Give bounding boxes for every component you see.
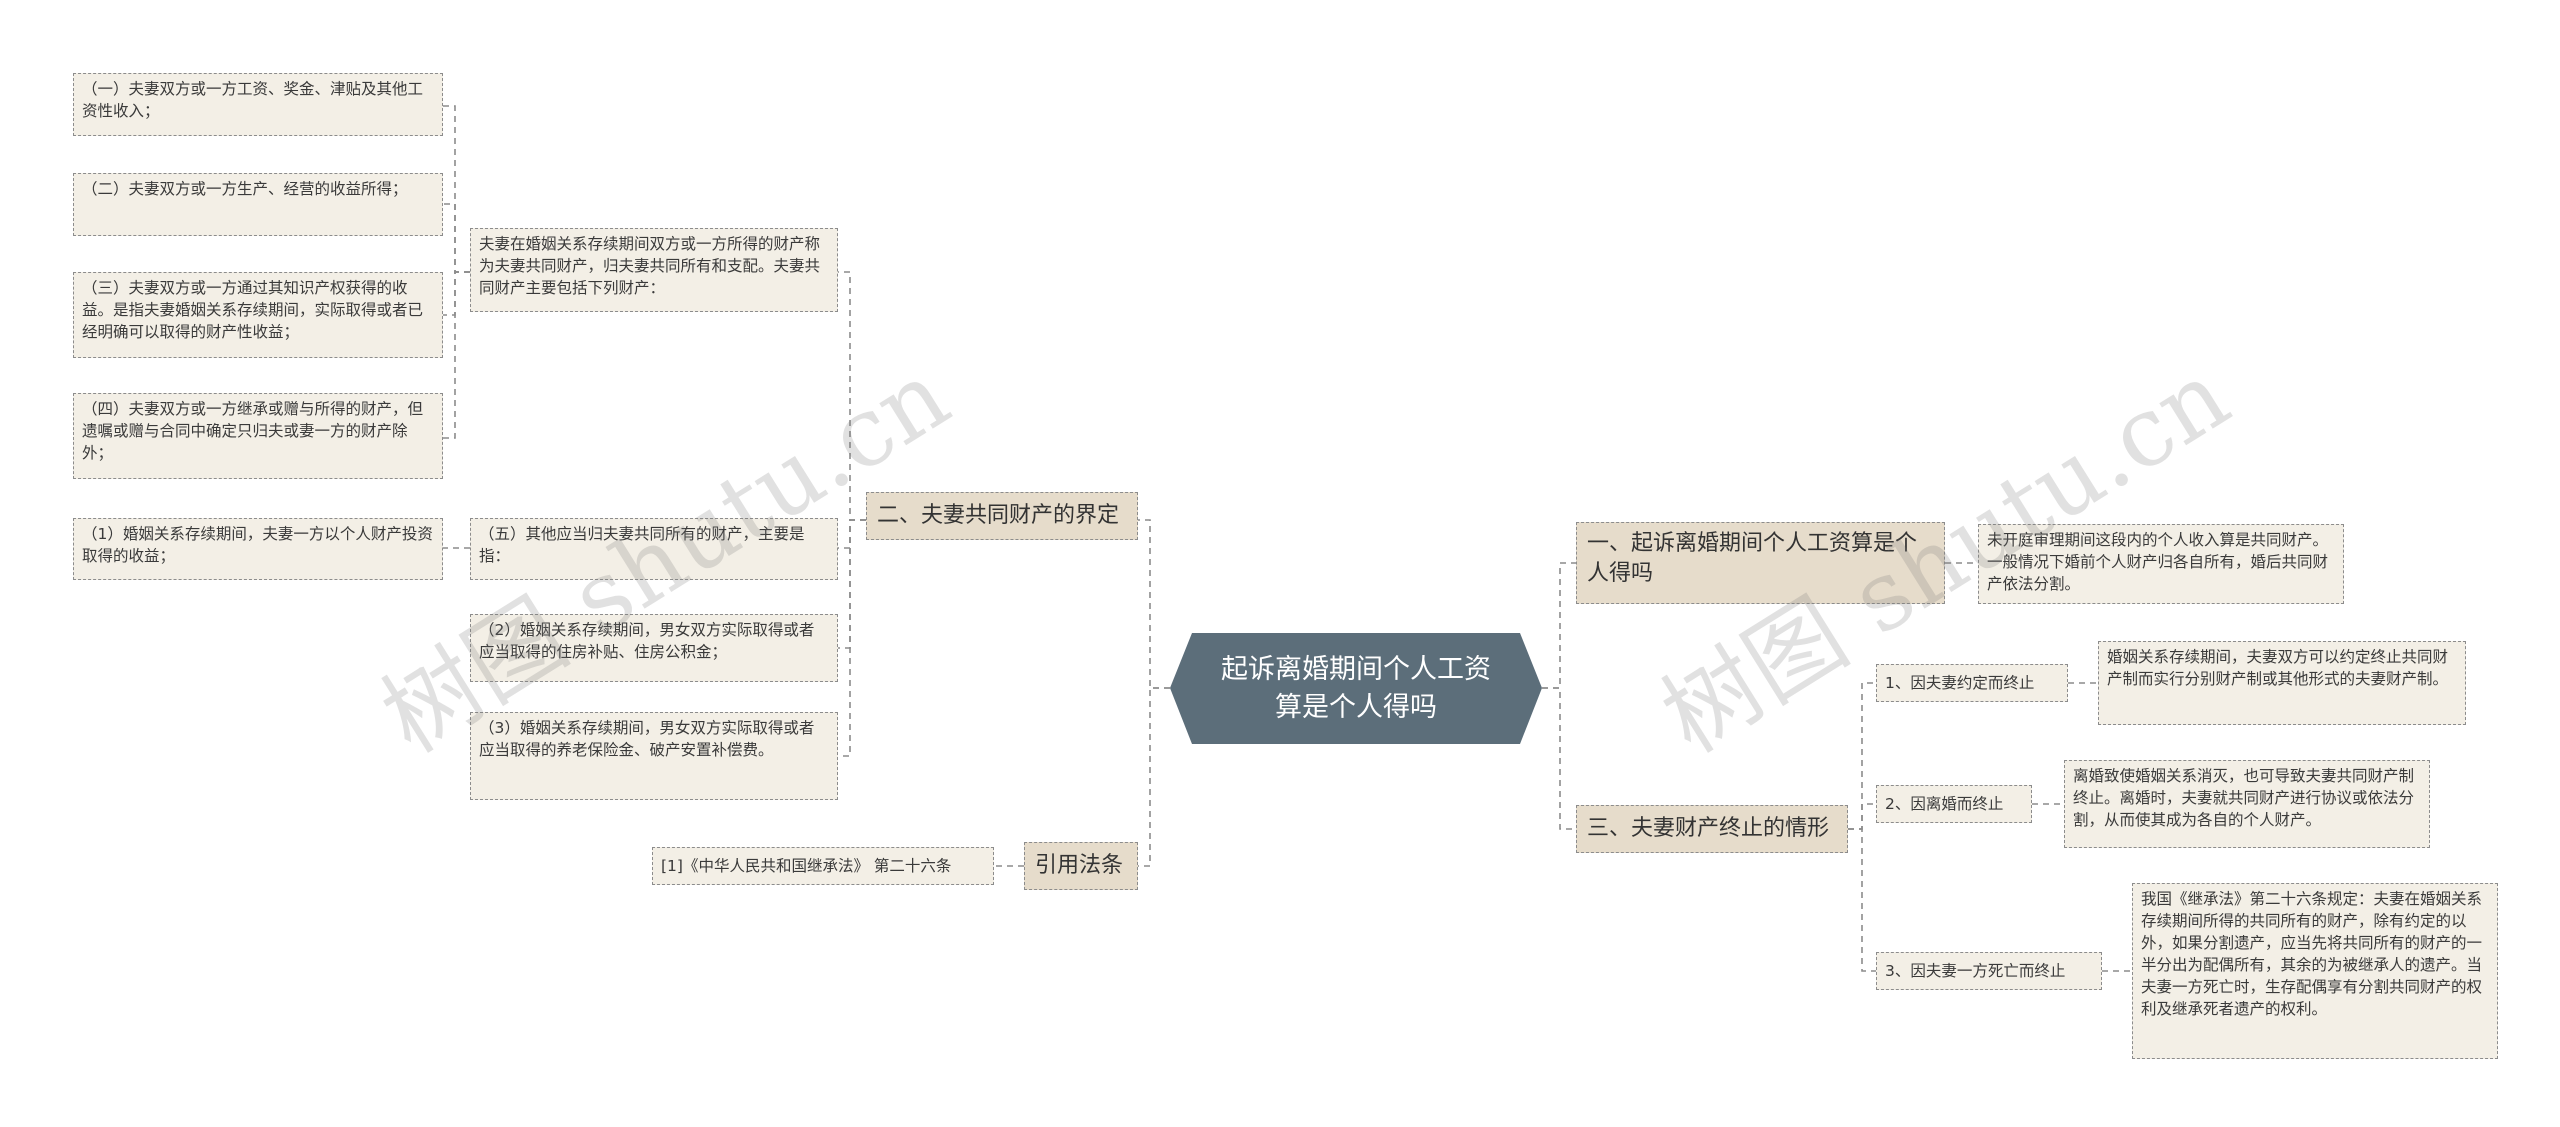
branch-property-termination[interactable]: 三、夫妻财产终止的情形 [1576, 805, 1848, 853]
link-root-branch3 [1542, 687, 1576, 830]
link-branch3-sub2 [1848, 803, 1876, 830]
termination-by-agreement[interactable]: 1、因夫妻约定而终止 [1876, 664, 2068, 702]
item-text: （2）婚姻关系存续期间，男女双方实际取得或者应当取得的住房补贴、住房公积金； [479, 621, 815, 661]
property-item-housing[interactable]: （2）婚姻关系存续期间，男女双方实际取得或者应当取得的住房补贴、住房公积金； [470, 614, 838, 682]
link-branch2-intro [838, 271, 866, 521]
branch-salary-question[interactable]: 一、起诉离婚期间个人工资算是个人得吗 [1576, 522, 1945, 604]
cited-law-item[interactable]: [1]《中华人民共和国继承法》 第二十六条 [652, 847, 994, 885]
link-branch2-itemb [838, 519, 866, 757]
link-intro-item4 [443, 271, 470, 439]
termination-by-death-detail[interactable]: 我国《继承法》第二十六条规定：夫妻在婚姻关系存续期间所得的共同所有的财产，除有约… [2132, 883, 2498, 1059]
root-topic[interactable]: 起诉离婚期间个人工资算是个人得吗 [1170, 633, 1542, 744]
property-item-5-sub[interactable]: （1）婚姻关系存续期间，夫妻一方以个人财产投资取得的收益； [73, 518, 443, 580]
link-root-branch2 [1138, 519, 1170, 689]
item-text: （五）其他应当归夫妻共同所有的财产，主要是指： [479, 525, 805, 565]
property-item-5[interactable]: （五）其他应当归夫妻共同所有的财产，主要是指： [470, 518, 838, 580]
link-intro-item1 [443, 105, 470, 273]
link-root-cite [1138, 687, 1170, 867]
link-branch3-sub3 [1848, 828, 1876, 972]
branch-shared-property-definition[interactable]: 二、夫妻共同财产的界定 [866, 492, 1138, 540]
termination-by-death[interactable]: 3、因夫妻一方死亡而终止 [1876, 952, 2102, 990]
link-intro-item2 [443, 203, 470, 273]
detail-text: 婚姻关系存续期间，夫妻双方可以约定终止共同财产制而实行分别财产制或其他形式的夫妻… [2107, 648, 2449, 688]
item-text: （一）夫妻双方或一方工资、奖金、津贴及其他工资性收入； [82, 80, 424, 120]
termination-by-divorce-detail[interactable]: 离婚致使婚姻关系消灭，也可导致夫妻共同财产制终止。离婚时，夫妻就共同财产进行协议… [2064, 760, 2430, 848]
root-title: 起诉离婚期间个人工资算是个人得吗 [1221, 653, 1491, 723]
cite-text: [1]《中华人民共和国继承法》 第二十六条 [661, 857, 952, 875]
property-item-2[interactable]: （二）夫妻双方或一方生产、经营的收益所得； [73, 173, 443, 236]
link-branch2-item5 [838, 519, 866, 549]
sub-label: 1、因夫妻约定而终止 [1885, 674, 2035, 692]
intro-text: 夫妻在婚姻关系存续期间双方或一方所得的财产称为夫妻共同财产，归夫妻共同所有和支配… [479, 235, 821, 297]
link-intro-item3 [443, 271, 470, 316]
link-branch2-itema [838, 519, 866, 649]
branch1-label: 一、起诉离婚期间个人工资算是个人得吗 [1587, 531, 1918, 586]
item-text: （四）夫妻双方或一方继承或赠与所得的财产，但遗嘱或赠与合同中确定只归夫或妻一方的… [82, 400, 424, 462]
item-text: （3）婚姻关系存续期间，男女双方实际取得或者应当取得的养老保险金、破产安置补偿费… [479, 719, 815, 759]
property-item-4[interactable]: （四）夫妻双方或一方继承或赠与所得的财产，但遗嘱或赠与合同中确定只归夫或妻一方的… [73, 393, 443, 479]
termination-by-divorce[interactable]: 2、因离婚而终止 [1876, 785, 2032, 823]
property-item-3[interactable]: （三）夫妻双方或一方通过其知识产权获得的收益。是指夫妻婚姻关系存续期间，实际取得… [73, 272, 443, 358]
branch3-label: 三、夫妻财产终止的情形 [1587, 816, 1830, 841]
branch2-label: 二、夫妻共同财产的界定 [877, 503, 1120, 528]
branch-cited-law[interactable]: 引用法条 [1024, 842, 1138, 890]
link-root-branch1 [1542, 562, 1576, 689]
detail-text: 离婚致使婚姻关系消灭，也可导致夫妻共同财产制终止。离婚时，夫妻就共同财产进行协议… [2073, 767, 2415, 829]
property-item-1[interactable]: （一）夫妻双方或一方工资、奖金、津贴及其他工资性收入； [73, 73, 443, 136]
sub-label: 2、因离婚而终止 [1885, 795, 2004, 813]
termination-by-agreement-detail[interactable]: 婚姻关系存续期间，夫妻双方可以约定终止共同财产制而实行分别财产制或其他形式的夫妻… [2098, 641, 2466, 725]
detail-text: 我国《继承法》第二十六条规定：夫妻在婚姻关系存续期间所得的共同所有的财产，除有约… [2141, 890, 2483, 1018]
cite-label: 引用法条 [1035, 853, 1124, 878]
link-branch3-sub1 [1848, 682, 1876, 830]
shared-property-intro[interactable]: 夫妻在婚姻关系存续期间双方或一方所得的财产称为夫妻共同财产，归夫妻共同所有和支配… [470, 228, 838, 312]
item-text: （三）夫妻双方或一方通过其知识产权获得的收益。是指夫妻婚姻关系存续期间，实际取得… [82, 279, 424, 341]
answer-text: 未开庭审理期间这段内的个人收入算是共同财产。一般情况下婚前个人财产归各自所有，婚… [1987, 531, 2329, 593]
property-item-pension[interactable]: （3）婚姻关系存续期间，男女双方实际取得或者应当取得的养老保险金、破产安置补偿费… [470, 712, 838, 800]
sub-label: 3、因夫妻一方死亡而终止 [1885, 962, 2066, 980]
item-text: （二）夫妻双方或一方生产、经营的收益所得； [82, 180, 408, 198]
item-text: （1）婚姻关系存续期间，夫妻一方以个人财产投资取得的收益； [82, 525, 433, 565]
salary-answer[interactable]: 未开庭审理期间这段内的个人收入算是共同财产。一般情况下婚前个人财产归各自所有，婚… [1978, 524, 2344, 604]
